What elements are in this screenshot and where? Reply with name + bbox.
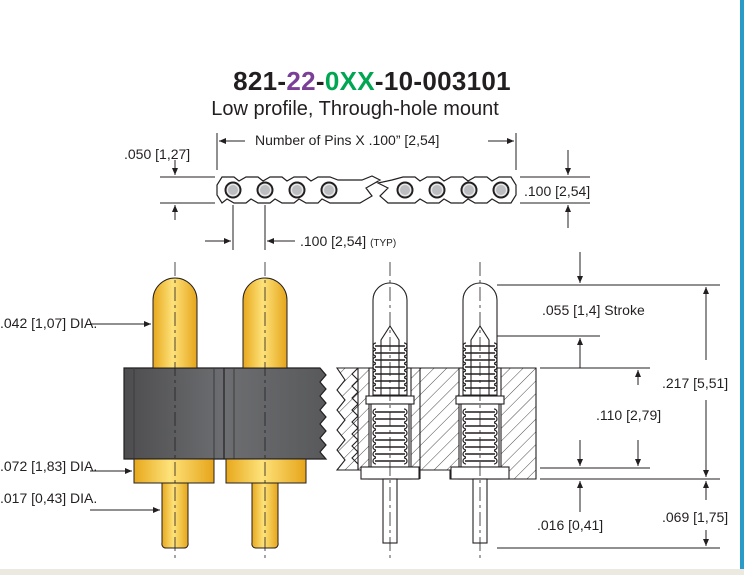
- label-barrel-dia: .072 [1,83] DIA.: [0, 458, 98, 474]
- label-tail-dia: .017 [0,43] DIA.: [0, 490, 98, 506]
- part-number-series: 22: [286, 66, 316, 96]
- label-typ-pitch-value: .100 [2,54]: [300, 233, 367, 249]
- strip-right-segment: [376, 176, 517, 204]
- bottom-band: [0, 569, 744, 575]
- strip-holes: [224, 181, 510, 199]
- label-strip-height: .100 [2,54]: [524, 183, 591, 199]
- label-plunger-dia: .042 [1,07] DIA.: [0, 315, 98, 331]
- part-number-title: 821-22-0XX-10-003101: [0, 66, 744, 97]
- label-tail-length: .069 [1,75]: [662, 509, 729, 525]
- label-typ-pitch: .100 [2,54] (TYP): [300, 233, 396, 249]
- label-pin-pitch: Number of Pins X .100” [2,54]: [255, 132, 440, 148]
- part-number-dash: -: [315, 66, 325, 96]
- part-number-prefix: 821-: [233, 66, 287, 96]
- part-number-pins: 0XX: [324, 66, 375, 96]
- label-typ-note: (TYP): [370, 238, 397, 249]
- part-number-suffix: -10-003101: [374, 66, 511, 96]
- subtitle: Low profile, Through-hole mount: [211, 98, 499, 120]
- right-dimensions: [497, 252, 720, 549]
- label-body-height: .110 [2,79]: [596, 407, 662, 423]
- section-view: [335, 262, 537, 560]
- label-flange: .016 [0,41]: [537, 517, 604, 533]
- top-dimensions: [160, 133, 590, 250]
- label-overall-length: .217 [5,51]: [662, 375, 729, 391]
- label-stroke: .055 [1,4] Stroke: [542, 302, 645, 318]
- label-edge-offset: .050 [1,27]: [124, 146, 191, 162]
- right-edge-band: [740, 0, 744, 575]
- pin-strip-top-view: [216, 175, 517, 204]
- insulator-body: [123, 367, 328, 460]
- strip-left-segment: [216, 175, 382, 204]
- exterior-view: [90, 262, 328, 560]
